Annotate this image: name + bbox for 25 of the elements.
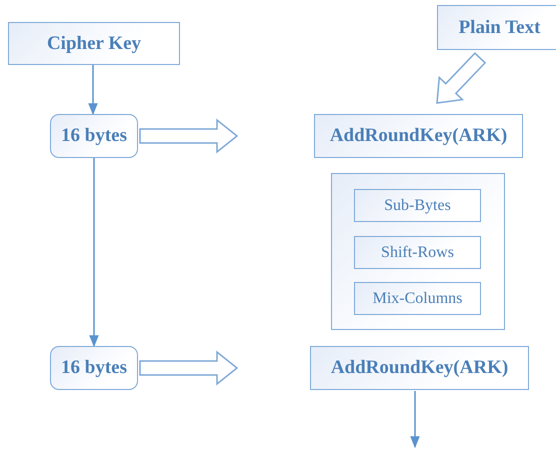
box-label: Sub-Bytes — [384, 196, 451, 214]
box-label: Plain Text — [458, 16, 540, 38]
rounded-box — [50, 346, 138, 390]
process-box — [354, 282, 481, 315]
box-label: Mix-Columns — [372, 290, 462, 308]
box-label: 16 bytes — [61, 357, 127, 379]
process-box — [314, 114, 523, 158]
group-box — [331, 173, 505, 330]
process-box — [354, 189, 481, 222]
box-label: Shift-Rows — [381, 244, 454, 262]
process-box — [8, 22, 180, 65]
block-arrow — [139, 118, 238, 154]
box-label: 16 bytes — [61, 125, 127, 147]
arrow — [89, 158, 99, 348]
box-label: AddRoundKey(ARK) — [330, 125, 508, 147]
box-label: AddRoundKey(ARK) — [330, 357, 508, 379]
block-arrow — [139, 350, 238, 386]
process-box — [310, 346, 529, 390]
process-box — [437, 5, 556, 50]
process-box — [354, 236, 481, 269]
rounded-box — [50, 114, 138, 158]
arrow — [410, 391, 420, 448]
block-arrow — [436, 52, 486, 104]
arrow — [88, 65, 98, 116]
box-label: Cipher Key — [46, 32, 142, 54]
